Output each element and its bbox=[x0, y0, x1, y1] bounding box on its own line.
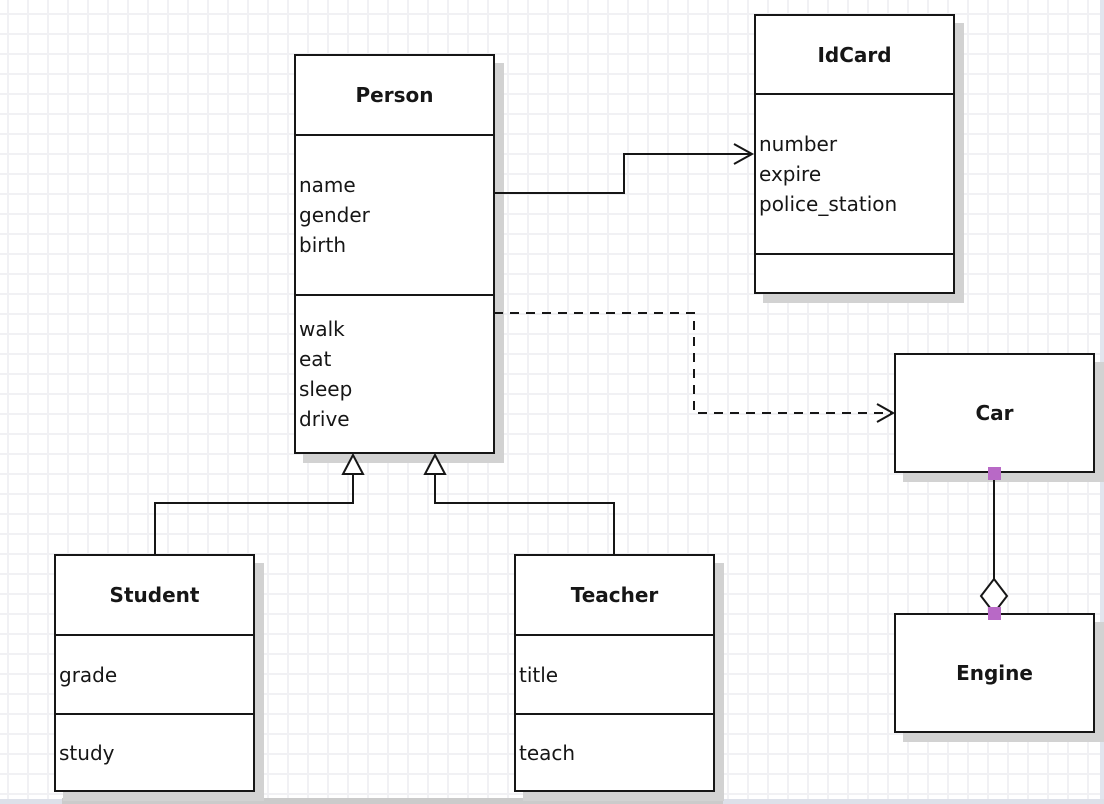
hollow-triangle-icon bbox=[423, 452, 447, 475]
method: walk bbox=[299, 317, 345, 341]
connection-handle[interactable] bbox=[988, 467, 1001, 480]
method: drive bbox=[299, 407, 350, 431]
attribute: police_station bbox=[759, 192, 898, 216]
open-arrowhead-icon bbox=[733, 143, 755, 165]
class-title: Car bbox=[975, 401, 1014, 425]
class-box-person[interactable]: Person name gender birth walk eat sleep … bbox=[294, 54, 495, 454]
attribute: gender bbox=[299, 203, 370, 227]
association-person-idcard[interactable] bbox=[494, 143, 755, 194]
class-title: Engine bbox=[956, 661, 1033, 685]
class-title: Student bbox=[56, 556, 253, 636]
method: study bbox=[59, 740, 115, 765]
attribute: grade bbox=[59, 662, 118, 687]
generalization-teacher-person[interactable] bbox=[423, 452, 615, 554]
methods-section: teach bbox=[516, 715, 713, 790]
class-box-teacher[interactable]: Teacher title teach bbox=[514, 554, 715, 792]
class-title: Teacher bbox=[516, 556, 713, 636]
attributes-section: title bbox=[516, 636, 713, 715]
methods-section: study bbox=[56, 715, 253, 790]
generalization-student-person[interactable] bbox=[154, 452, 365, 554]
attribute: birth bbox=[299, 233, 346, 257]
attribute: number bbox=[759, 132, 838, 156]
attributes-section: number expire police_station bbox=[756, 95, 953, 255]
attribute: name bbox=[299, 173, 356, 197]
bottom-shadow-strip bbox=[62, 798, 723, 804]
connection-handle[interactable] bbox=[988, 607, 1001, 620]
method: eat bbox=[299, 347, 332, 371]
class-box-idcard[interactable]: IdCard number expire police_station bbox=[754, 14, 955, 294]
class-box-car[interactable]: Car bbox=[894, 353, 1095, 473]
attribute: title bbox=[519, 662, 559, 687]
canvas-right-edge bbox=[1100, 0, 1104, 804]
dependency-person-car[interactable] bbox=[494, 312, 896, 423]
class-box-student[interactable]: Student grade study bbox=[54, 554, 255, 792]
methods-section: walk eat sleep drive bbox=[296, 296, 493, 452]
attributes-section: grade bbox=[56, 636, 253, 715]
open-arrowhead-icon bbox=[876, 403, 896, 423]
class-title: Person bbox=[296, 56, 493, 136]
attribute: expire bbox=[759, 162, 822, 186]
methods-section bbox=[756, 255, 953, 292]
hollow-triangle-icon bbox=[341, 452, 365, 475]
aggregation-car-engine[interactable] bbox=[979, 467, 1009, 620]
attributes-section: name gender birth bbox=[296, 136, 493, 296]
class-box-engine[interactable]: Engine bbox=[894, 613, 1095, 733]
method: sleep bbox=[299, 377, 353, 401]
class-title: IdCard bbox=[756, 16, 953, 95]
method: teach bbox=[519, 740, 576, 765]
